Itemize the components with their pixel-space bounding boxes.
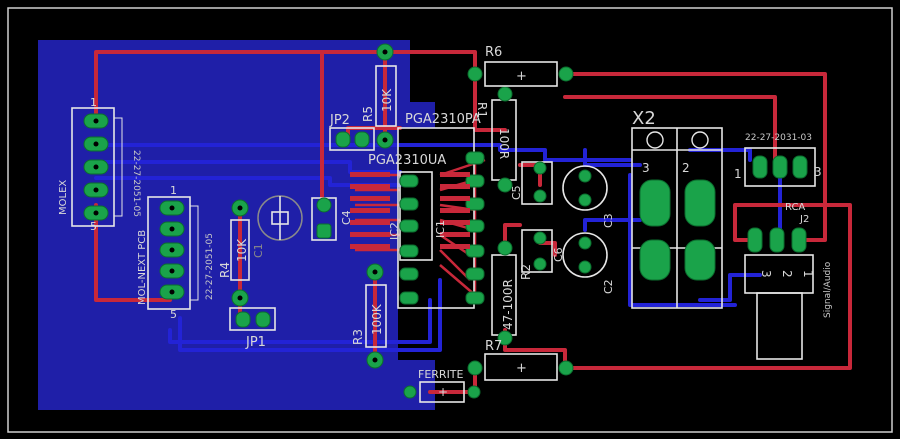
ic-right-pads: [465, 151, 485, 305]
r2-value: 47-100R: [501, 279, 515, 330]
j2-pin3: 3: [759, 270, 773, 278]
jumper-jp1: JP1: [229, 307, 276, 350]
rca-header: 22-27-2031-03 3 RCA: [744, 133, 822, 213]
ic-smd-leads: [350, 172, 470, 249]
c5-label: C5: [510, 185, 523, 200]
r5-label: R5: [361, 106, 375, 122]
x2-pin1: 1: [734, 167, 742, 181]
ic-ref-ic1: IC1: [434, 220, 447, 238]
r4-label: R4: [218, 262, 232, 278]
resistor-r6: R6 +: [467, 45, 574, 87]
rca-part-number: 22-27-2031-03: [745, 133, 812, 143]
r3-value: 100K: [370, 303, 384, 335]
capacitor-c5: C5: [510, 161, 553, 205]
jp1-label: JP1: [245, 335, 266, 350]
ic-bottom-label: PGA2310UA: [368, 153, 446, 168]
x2-pin3: 3: [642, 161, 650, 175]
top-traces: [94, 50, 852, 394]
ferrite-bead: FERRITE +: [403, 368, 481, 403]
r6-plus: +: [516, 69, 527, 84]
molex-next-label: MOL-NEXT PCB: [137, 230, 148, 305]
rca-pin3: 3: [814, 165, 822, 179]
j2-pin1: 1: [801, 270, 815, 278]
c4-label: C4: [340, 210, 353, 225]
molex-next-connector: 1 5 MOL-NEXT PCB 22-27-2051-05: [137, 184, 215, 321]
ferrite-plus: +: [438, 385, 448, 399]
signal-audio-label: Signal/Audio: [823, 261, 833, 318]
j2-label: J2: [799, 214, 809, 225]
r1-value: 100R: [497, 128, 511, 159]
ic-ref-ic2: IC2: [388, 222, 401, 240]
c2-label: C2: [602, 279, 615, 294]
ic-pga2310: PGA2310PA PGA2310UA IC2 IC1: [350, 112, 485, 309]
x2-pin2: 2: [682, 161, 690, 175]
molex-pin1-label: 1: [90, 96, 97, 109]
r1-label: R1: [475, 102, 489, 118]
r3-label: R3: [351, 329, 365, 345]
ferrite-label: FERRITE: [418, 368, 464, 381]
c3-label: C3: [602, 213, 615, 228]
molex-pin5-label: 5: [90, 220, 97, 233]
resistor-r1: 100R R1: [475, 86, 517, 193]
resistor-r2: 47-100R R2: [491, 240, 533, 346]
r6-label: R6: [485, 45, 502, 60]
molex-connector: 1 5 22-27-2051-05 MOLEX: [58, 96, 141, 233]
j2-pin2: 2: [780, 270, 794, 278]
r4-value: 10K: [235, 238, 249, 262]
jp2-label: JP2: [329, 113, 350, 128]
jumper-jp2: JP2: [329, 113, 375, 151]
board-outline: [7, 7, 893, 433]
rca-label: RCA: [785, 202, 805, 213]
capacitor-c4: C4: [311, 197, 353, 241]
resistor-r7: R7 +: [467, 339, 574, 381]
ground-pour: [38, 40, 435, 410]
terminal-block-x2: X2 3 2 1: [631, 108, 742, 309]
resistor-r3: 100K R3: [351, 263, 387, 369]
ic-top-label: PGA2310PA: [405, 112, 481, 127]
r7-label: R7: [485, 339, 502, 354]
capacitor-c3: C3: [562, 165, 615, 228]
molex-next-pin5-label: 5: [170, 308, 177, 321]
molex-next-pin1-label: 1: [170, 184, 177, 197]
r5-value: 10K: [380, 88, 394, 112]
molex-part-number: 22-27-2051-05: [131, 150, 141, 217]
molex-pads: [83, 113, 109, 221]
molex-next-part-number: 22-27-2051-05: [205, 233, 215, 300]
capacitor-c1: C1: [252, 195, 303, 258]
capacitor-c6: C6: [521, 229, 565, 273]
resistor-r4: 10K R4: [218, 199, 250, 307]
x2-label: X2: [632, 108, 656, 129]
c6-label: C6: [552, 247, 565, 262]
capacitor-c2: C2: [562, 232, 615, 294]
r7-plus: +: [516, 361, 527, 376]
ic-left-pads: [399, 174, 419, 305]
molex-label: MOLEX: [58, 180, 69, 215]
connector-j2: J2 3 2 1 Signal/Audio: [744, 214, 833, 360]
c1-label: C1: [252, 243, 265, 258]
resistor-r5: 10K R5: [361, 43, 397, 149]
